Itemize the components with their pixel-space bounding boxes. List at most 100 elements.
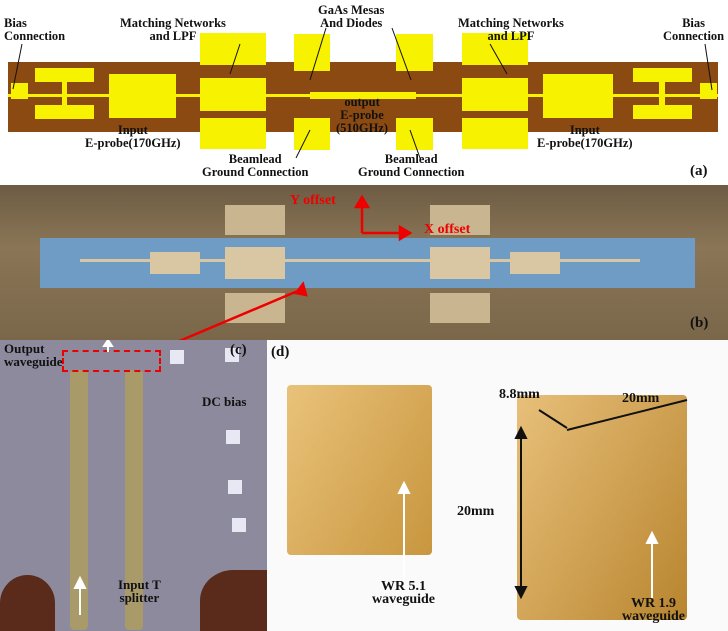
filter-left-bottom <box>35 105 94 119</box>
filter-right-stem <box>659 80 665 108</box>
match-left-mid <box>200 78 266 111</box>
bias-pad <box>170 350 184 364</box>
bias-pad <box>225 348 239 362</box>
text: WR 1.9 <box>630 596 677 611</box>
text: Bias <box>682 16 706 30</box>
output-probe <box>310 92 416 99</box>
bias-pad <box>228 480 242 494</box>
text: GaAs Mesas <box>318 3 385 17</box>
x-offset-label: X offset <box>424 222 471 237</box>
match-right-bottom <box>462 118 528 149</box>
match-left-top <box>200 33 266 65</box>
filter-right-bottom <box>632 105 692 119</box>
ground-pad <box>430 205 490 235</box>
bias-pad <box>232 518 246 532</box>
y-offset-label: Y offset <box>290 193 336 208</box>
filter-left-stem <box>61 80 68 108</box>
beamlead-right-bottom <box>396 118 433 150</box>
splitter-arm <box>70 370 88 630</box>
bias-pad <box>226 430 240 444</box>
panel-b-arrows <box>169 194 413 347</box>
chip-pad <box>225 247 285 279</box>
text: Ground Connection <box>358 165 465 179</box>
text: Matching Networks <box>120 16 226 30</box>
beamlead-left-top <box>294 34 331 71</box>
dim-depth: 8.8mm <box>499 387 540 402</box>
panel-a-tag: (a) <box>690 163 708 179</box>
waveguide-hole <box>200 570 267 631</box>
dim-height: 20mm <box>457 504 495 519</box>
match-right-mid <box>462 78 528 111</box>
bias-pad-right <box>700 83 717 99</box>
chip-pad <box>430 247 490 279</box>
text: output <box>344 95 380 109</box>
text: Beamlead <box>228 152 282 166</box>
text: Input <box>117 123 148 137</box>
panel-a-layout <box>0 0 728 185</box>
bias-pad-left <box>11 83 28 99</box>
chip-line <box>80 259 640 262</box>
text: WR 5.1 <box>380 579 427 594</box>
beamlead-right-top <box>396 34 433 71</box>
text: (510GHz) <box>336 121 389 135</box>
text: and LPF <box>487 29 535 43</box>
chip-pad <box>510 252 560 274</box>
wr19-block <box>517 395 687 620</box>
dim-width: 20mm <box>622 391 660 406</box>
text: Input <box>569 123 600 137</box>
text: waveguide <box>622 609 685 624</box>
text: Connection <box>663 29 725 43</box>
text: Beamlead <box>384 152 438 166</box>
waveguide-hole <box>0 575 55 631</box>
text: E-probe <box>340 108 384 122</box>
match-left-bottom <box>200 118 266 149</box>
text: E-probe(170GHz) <box>85 136 181 150</box>
label-dc-bias: DC bias <box>202 394 247 409</box>
panel-d-arrows <box>397 399 688 600</box>
text: And Diodes <box>320 16 383 30</box>
text: Connection <box>4 29 66 43</box>
wr51-block <box>287 385 432 555</box>
match-right-top <box>462 33 528 65</box>
chip-pad <box>150 252 200 274</box>
text: Input T <box>118 577 161 592</box>
panel-b-photo: Y offset X offset (b) <box>0 185 728 340</box>
input-probe-left <box>109 74 177 118</box>
filter-right-top <box>632 68 692 82</box>
input-probe-right <box>543 74 614 118</box>
ground-pad <box>430 293 490 323</box>
panel-c-arrows <box>73 340 114 615</box>
text: E-probe(170GHz) <box>537 136 633 150</box>
filter-left-top <box>35 68 94 82</box>
text: Ground Connection <box>202 165 309 179</box>
panel-a-arrows <box>12 27 713 159</box>
panel-d-tag: (d) <box>271 344 290 360</box>
panel-b-tag: (b) <box>690 315 709 331</box>
output-highlight-box <box>62 350 161 372</box>
text: waveguide <box>4 354 63 369</box>
splitter-arm <box>125 370 143 630</box>
panel-c-tag: (c) <box>230 342 247 358</box>
text: Matching Networks <box>458 16 564 30</box>
ground-pad <box>225 205 285 235</box>
beamlead-left-bottom <box>294 118 331 150</box>
text: and LPF <box>149 29 197 43</box>
text: Bias <box>4 16 27 30</box>
